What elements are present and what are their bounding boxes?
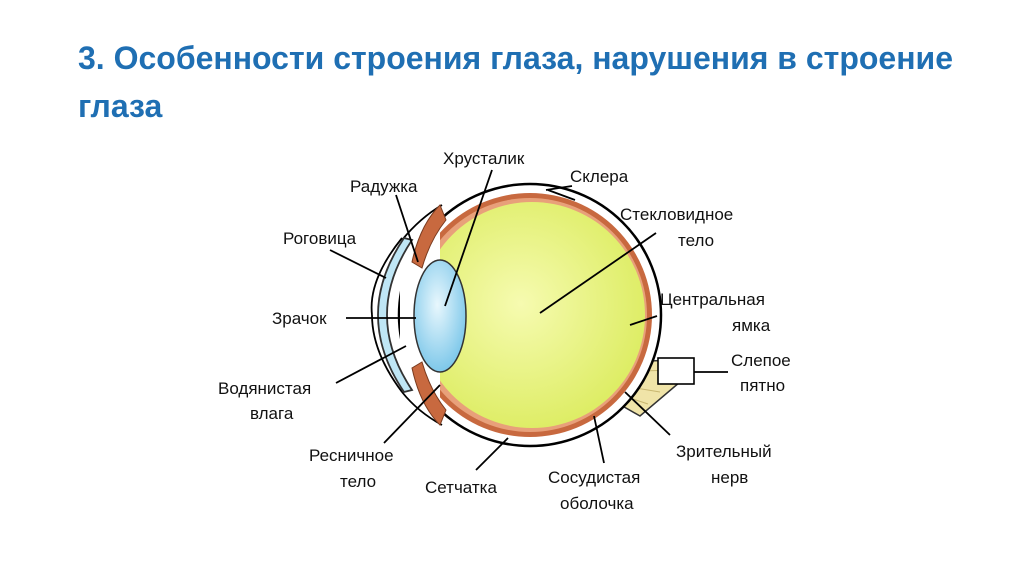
label-blind-spot-1: Слепое	[731, 351, 791, 370]
slide-title: 3. Особенности строения глаза, нарушения…	[78, 40, 954, 124]
label-retina: Сетчатка	[425, 478, 497, 497]
label-sclera: Склера	[570, 167, 629, 186]
label-fovea-1: Центральная	[660, 290, 765, 309]
label-optic-nerve-1: Зрительный	[676, 442, 772, 461]
label-optic-nerve-2: нерв	[711, 468, 748, 487]
lens-shape	[413, 259, 467, 373]
label-choroid-2: оболочка	[560, 494, 634, 513]
vitreous-body-shape	[419, 202, 645, 428]
blind-spot-box	[657, 357, 695, 385]
ciliary-body-upper	[411, 204, 447, 269]
label-choroid-1: Сосудистая	[548, 468, 640, 487]
label-ciliary-2: тело	[340, 472, 376, 491]
label-aqueous-1: Водянистая	[218, 379, 311, 398]
cornea-shape	[377, 236, 414, 394]
label-vitreous-2: тело	[678, 231, 714, 250]
label-cornea: Роговица	[283, 229, 357, 248]
label-aqueous-2: влага	[250, 404, 294, 423]
leader-lines	[329, 169, 728, 471]
label-blind-spot-2: пятно	[740, 376, 785, 395]
label-pupil: Зрачок	[272, 309, 327, 328]
label-iris: Радужка	[350, 177, 418, 196]
label-ciliary-1: Ресничное	[309, 446, 394, 465]
label-fovea-2: ямка	[732, 316, 771, 335]
label-vitreous-1: Стекловидное	[620, 205, 733, 224]
label-lens: Хрусталик	[443, 149, 525, 168]
ciliary-body-lower	[411, 361, 447, 426]
